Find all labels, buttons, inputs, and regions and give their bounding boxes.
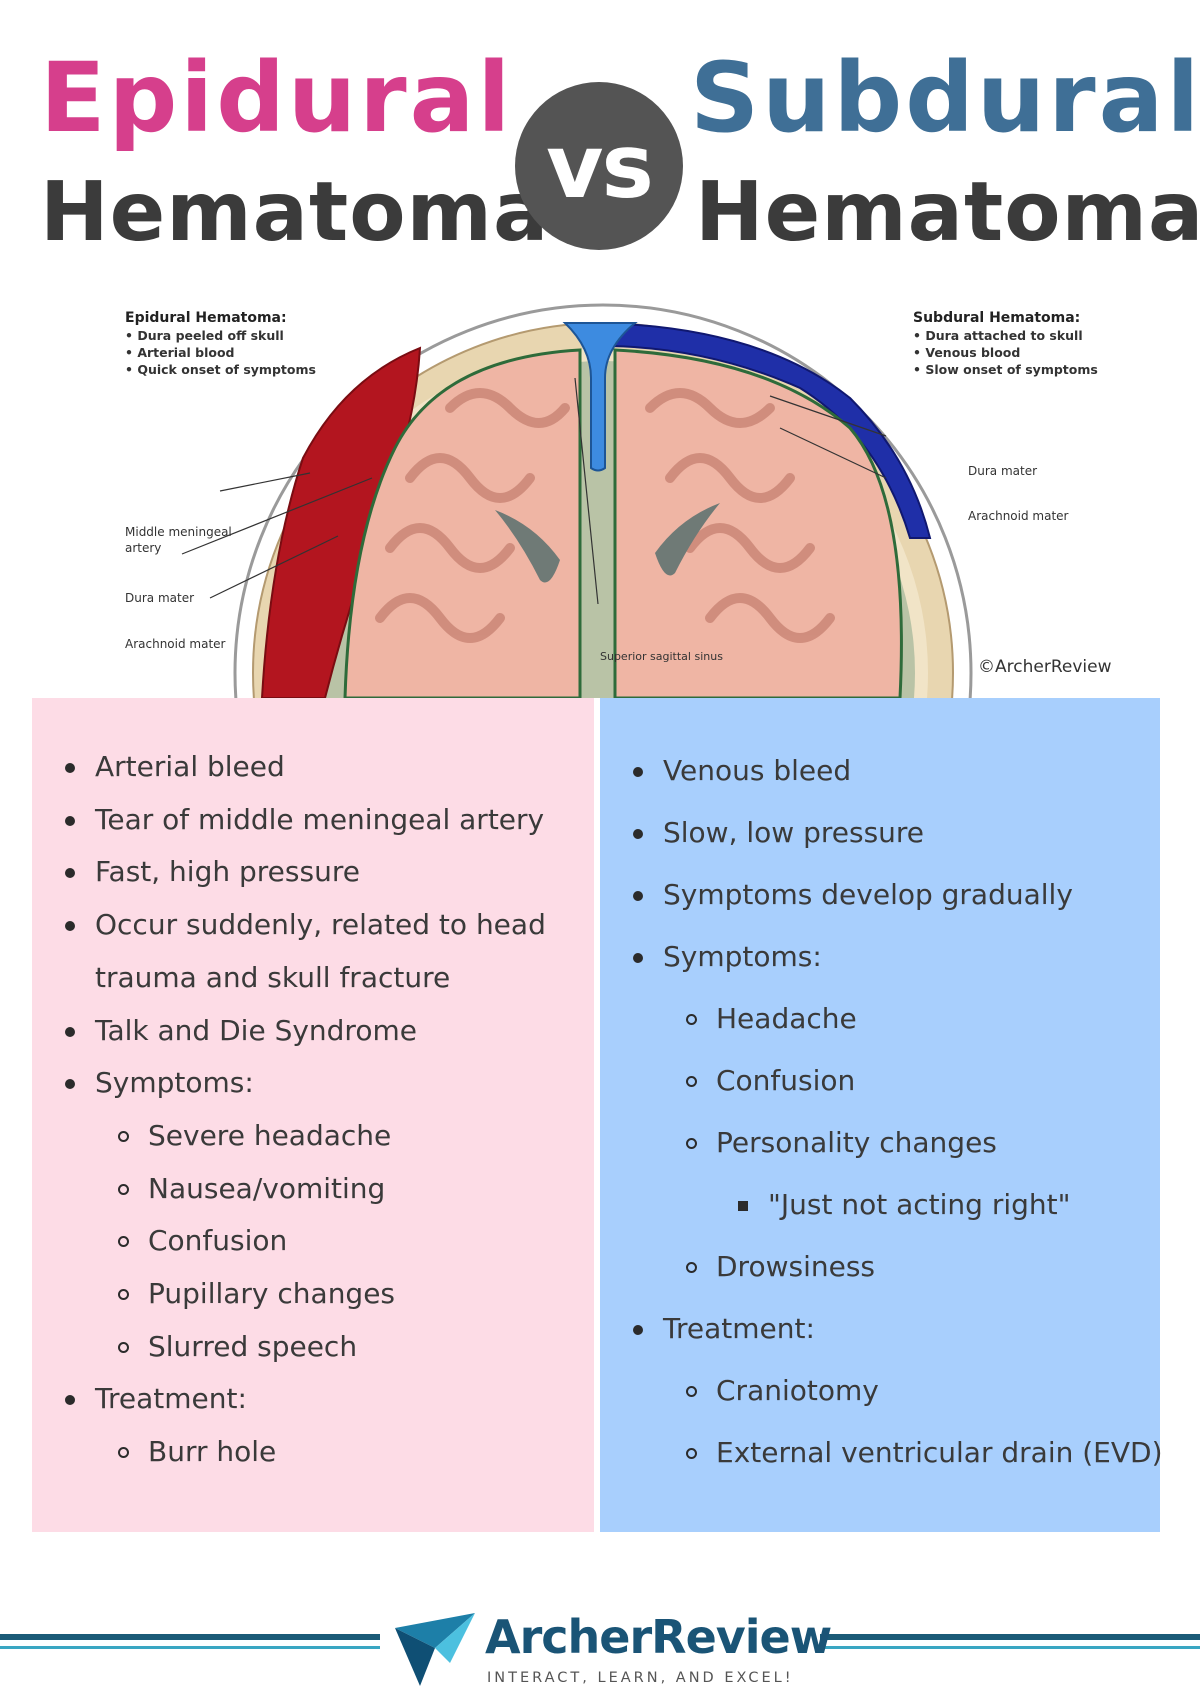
bullet-dot-icon xyxy=(633,891,643,901)
list-item: Talk and Die Syndrome xyxy=(95,1013,417,1047)
footer-line-right-accent xyxy=(820,1646,1200,1649)
archerreview-logo-icon xyxy=(395,1613,475,1686)
list-item: Nausea/vomiting xyxy=(148,1171,386,1205)
list-item: Fast, high pressure xyxy=(95,855,360,889)
bullet-circle-icon xyxy=(686,1138,697,1149)
bullet-dot-icon xyxy=(633,953,643,963)
bullet-circle-icon xyxy=(118,1183,129,1195)
bullet-dot-icon xyxy=(65,763,75,773)
diagram-copyright: ©ArcherReview xyxy=(978,657,1112,677)
subdural-point: • Slow onset of symptoms xyxy=(913,362,1098,377)
epidural-diagram-heading: Epidural Hematoma: xyxy=(125,310,287,326)
bullet-circle-icon xyxy=(686,1076,697,1087)
list-item: External ventricular drain (EVD) xyxy=(716,1436,1163,1469)
list-item: Confusion xyxy=(716,1064,856,1097)
bullet-circle-icon xyxy=(118,1447,129,1459)
brand-tagline: INTERACT, LEARN, AND EXCEL! xyxy=(487,1670,794,1686)
label-arachnoid-mater-left: Arachnoid mater xyxy=(125,637,226,651)
epidural-point: • Arterial blood xyxy=(125,345,235,360)
bullet-dot-icon xyxy=(65,868,75,879)
list-item: Slow, low pressure xyxy=(663,816,925,849)
subdural-blood xyxy=(594,321,932,539)
list-item: Treatment: xyxy=(663,1312,815,1345)
list-item: Occur suddenly, related to head xyxy=(95,908,546,942)
superior-sagittal-sinus xyxy=(562,322,638,472)
bullet-circle-icon xyxy=(686,1014,697,1025)
vs-badge: vs xyxy=(515,82,683,250)
list-item: Slurred speech xyxy=(148,1329,358,1363)
list-item: Symptoms: xyxy=(95,1066,254,1100)
bullet-circle-icon xyxy=(118,1289,129,1300)
list-item: Craniotomy xyxy=(716,1374,879,1407)
bullet-circle-icon xyxy=(118,1341,129,1353)
subdural-hematoma-title: Hematoma xyxy=(695,165,1200,260)
bullet-circle-icon xyxy=(686,1448,697,1459)
bullet-dot-icon xyxy=(65,1395,75,1406)
list-item: Headache xyxy=(716,1002,857,1035)
bullet-dot-icon xyxy=(633,829,643,839)
footer-line-left-accent xyxy=(0,1646,380,1649)
bullet-dot-icon xyxy=(65,815,75,826)
label-superior-sagittal-sinus: Superior sagittal sinus xyxy=(600,650,723,663)
label-artery: artery xyxy=(125,541,161,555)
bullet-circle-icon xyxy=(686,1262,697,1273)
label-dura-mater-left: Dura mater xyxy=(125,591,194,605)
list-item: Confusion xyxy=(148,1224,288,1258)
epidural-point: • Quick onset of symptoms xyxy=(125,362,316,377)
list-item: trauma and skull fracture xyxy=(95,960,451,994)
list-item: Personality changes xyxy=(716,1126,997,1159)
bullet-square-icon xyxy=(738,1201,748,1211)
subdural-point: • Venous blood xyxy=(913,345,1020,360)
bullet-dot-icon xyxy=(65,921,75,932)
list-item: Tear of middle meningeal artery xyxy=(95,802,545,836)
brand-name: ArcherReview xyxy=(485,1610,832,1664)
subdural-diagram-heading: Subdural Hematoma: xyxy=(913,310,1080,326)
bullet-dot-icon xyxy=(65,1079,75,1090)
subdural-point: • Dura attached to skull xyxy=(913,328,1083,343)
list-item: Burr hole xyxy=(148,1435,277,1469)
brain-cross-section-diagram: Epidural Hematoma: • Dura peeled off sku… xyxy=(125,303,1112,698)
list-item: Severe headache xyxy=(148,1118,392,1152)
bullet-circle-icon xyxy=(118,1130,129,1142)
bullet-dot-icon xyxy=(65,1026,75,1037)
epidural-hematoma-title: Hematoma xyxy=(40,165,550,260)
epidural-title: Epidural xyxy=(40,42,514,154)
list-item: Symptoms: xyxy=(663,940,822,973)
bullet-dot-icon xyxy=(633,767,643,777)
bullet-circle-icon xyxy=(118,1236,129,1248)
bullet-dot-icon xyxy=(633,1325,643,1335)
subdural-title: Subdural xyxy=(690,42,1200,154)
bullet-circle-icon xyxy=(686,1386,697,1397)
list-item: "Just not acting right" xyxy=(768,1188,1071,1221)
label-arachnoid-mater-right: Arachnoid mater xyxy=(968,509,1069,523)
label-dura-mater-right: Dura mater xyxy=(968,464,1037,478)
list-item: Drowsiness xyxy=(716,1250,876,1283)
footer: ArcherReview INTERACT, LEARN, AND EXCEL! xyxy=(0,1590,1200,1698)
list-item: Pupillary changes xyxy=(148,1277,396,1310)
list-item: Venous bleed xyxy=(663,754,852,787)
footer-line-right xyxy=(820,1634,1200,1640)
footer-line-left xyxy=(0,1634,380,1640)
label-middle-meningeal: Middle meningeal xyxy=(125,525,232,539)
epidural-point: • Dura peeled off skull xyxy=(125,328,284,343)
list-item: Treatment: xyxy=(95,1382,247,1416)
list-item: Arterial bleed xyxy=(95,750,285,783)
list-item: Symptoms develop gradually xyxy=(663,878,1073,911)
